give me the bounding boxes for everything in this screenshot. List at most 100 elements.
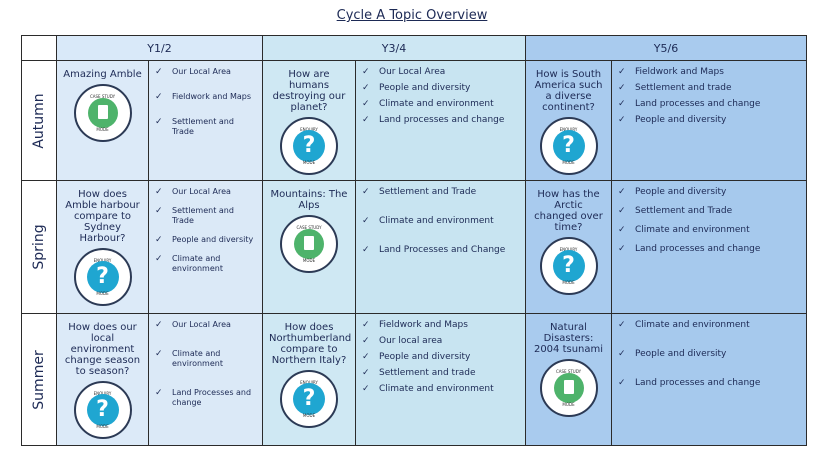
season-label: Summer [31,349,47,410]
badge-top-text: CASE STUDY [296,225,322,230]
badge-bottom-text: MODE [96,291,109,296]
season-label: Autumn [31,92,47,149]
topics-list: Fieldwork and MapsSettlement and tradeLa… [612,61,806,125]
badge-top-text: ENQUIRY [542,124,596,135]
question-text: Mountains: The Alps [270,189,348,211]
question-cell-y56: How has the Arctic changed over time?ENQ… [525,180,612,314]
badge-top-text: CASE STUDY [555,369,582,374]
question-mark-icon: ? [293,383,325,415]
question-text: How does our local environment change se… [64,322,141,377]
topic-item: Fieldwork and Maps [362,320,521,330]
topics-cell-y56: People and diversitySettlement and Trade… [611,180,807,314]
topic-item: People and diversity [362,352,521,362]
badge-bottom-text: MODE [562,402,575,407]
enquiry-mode-badge: ENQUIRY?MODE [280,117,338,175]
question-cell-y34: How does Northumberland compare to North… [262,313,356,446]
topics-cell-y12: Our Local AreaClimate and environmentLan… [148,313,263,446]
question-mark-icon: ? [552,250,585,282]
topic-item: Land processes and change [618,99,802,109]
question-cell-y12: How does Amble harbour compare to Sydney… [56,180,149,314]
case-study-mode-badge: CASE STUDY MODE [539,359,598,417]
topic-item: Land processes and change [362,115,521,125]
topic-item: Fieldwork and Maps [155,92,258,102]
column-header-y56: Y5/6 [525,35,807,61]
topic-item: People and diversity [618,115,802,125]
topic-item: Land Processes and change [155,388,258,408]
badge-bottom-text: MODE [302,413,316,418]
question-mark-icon: ? [293,130,325,162]
page-title: Cycle A Topic Overview [336,8,488,23]
topics-list: Climate and environmentPeople and divers… [612,314,806,388]
badge-bottom-text: MODE [302,258,316,263]
topic-item: Land Processes and Change [362,245,521,255]
header-row: Y1/2 Y3/4 Y5/6 [21,35,807,61]
topic-item: Our Local Area [155,187,258,197]
topic-item: People and diversity [618,349,802,359]
question-text: How does Amble harbour compare to Sydney… [65,189,140,244]
topic-item: Settlement and Trade [155,206,258,226]
topic-item: Climate and environment [362,384,521,394]
topic-item: Settlement and trade [362,368,521,378]
badge-bottom-text: MODE [562,280,575,285]
topic-item: People and diversity [155,235,258,245]
season-label: Spring [31,224,47,270]
enquiry-mode-badge: ENQUIRY?MODE [73,248,132,306]
topic-item: Settlement and trade [618,83,802,93]
column-header-y34: Y3/4 [262,35,526,61]
topics-list: Settlement and TradeClimate and environm… [356,181,525,255]
topic-item: Climate and environment [618,320,802,330]
badge-top-text: ENQUIRY [282,377,336,388]
enquiry-mode-badge: ENQUIRY?MODE [73,381,132,439]
topic-item: Settlement and Trade [155,117,258,137]
question-text: How does Northumberland compare to North… [269,322,352,366]
badge-bottom-text: MODE [562,160,575,165]
badge-bottom-text: MODE [96,424,109,429]
question-text: How are humans destroying our planet? [272,69,346,113]
question-text: Natural Disasters: 2004 tsunami [533,322,604,355]
case-study-mode-badge: CASE STUDY MODE [280,215,338,273]
topics-cell-y12: Our Local AreaSettlement and TradePeople… [148,180,263,314]
topic-item: Climate and environment [362,99,521,109]
column-header-y12: Y1/2 [56,35,263,61]
topic-item: Fieldwork and Maps [618,67,802,77]
topics-cell-y34: Our Local AreaPeople and diversityClimat… [355,60,526,181]
topics-cell-y56: Fieldwork and MapsSettlement and tradeLa… [611,60,807,181]
topic-item: Settlement and Trade [362,187,521,197]
topic-item: Climate and environment [155,349,258,369]
document-icon [294,229,324,259]
topic-item: Settlement and Trade [618,206,802,216]
topic-item: Our Local Area [155,67,258,77]
topics-list: People and diversitySettlement and Trade… [612,181,806,254]
enquiry-mode-badge: ENQUIRY?MODE [539,117,598,175]
topic-item: Climate and environment [155,254,258,274]
badge-top-text: ENQUIRY [76,255,130,266]
question-cell-y56: How is South America such a diverse cont… [525,60,612,181]
question-text: How is South America such a diverse cont… [534,69,603,113]
topics-list: Fieldwork and MapsOur local areaPeople a… [356,314,525,394]
topic-item: Our Local Area [155,320,258,330]
season-row: Summer How does our local environment cha… [21,313,807,446]
question-text: Amazing Amble [63,69,142,80]
topic-item: Climate and environment [618,225,802,235]
topic-item: Land processes and change [618,244,802,254]
question-cell-y12: How does our local environment change se… [56,313,149,446]
enquiry-mode-badge: ENQUIRY?MODE [280,370,338,428]
topics-list: Our Local AreaClimate and environmentLan… [149,314,262,408]
corner-cell [21,35,57,61]
question-mark-icon: ? [86,261,119,293]
topic-item: Our local area [362,336,521,346]
season-cell: Summer [21,313,57,446]
question-text: How has the Arctic changed over time? [534,189,603,233]
topic-item: Climate and environment [362,216,521,226]
badge-bottom-text: MODE [302,160,316,165]
document-icon [87,98,118,128]
topics-list: Our Local AreaFieldwork and MapsSettleme… [149,61,262,137]
topics-cell-y56: Climate and environmentPeople and divers… [611,313,807,446]
question-mark-icon: ? [552,130,585,162]
badge-bottom-text: MODE [96,127,109,132]
